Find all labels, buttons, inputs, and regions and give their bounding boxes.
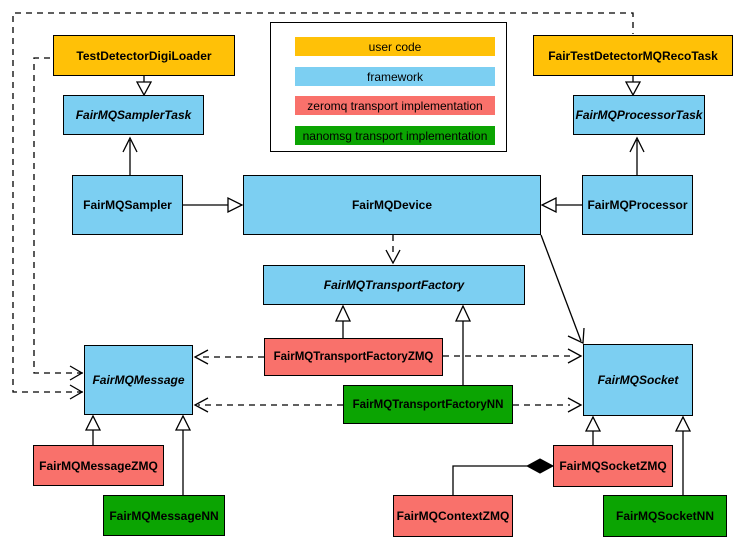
node-fairmqmessagezmq: FairMQMessageZMQ bbox=[33, 445, 164, 486]
edge-processor-device-generalization bbox=[540, 196, 582, 214]
node-fairmqprocessor: FairMQProcessor bbox=[582, 175, 693, 235]
node-label: FairMQMessage bbox=[92, 373, 185, 387]
legend-label: framework bbox=[366, 69, 423, 84]
edge-factoryzmq-message-dependency bbox=[193, 349, 264, 365]
node-label: FairMQDevice bbox=[351, 198, 433, 212]
node-label: FairMQProcessorTask bbox=[575, 108, 703, 122]
edge-sampler-device-generalization bbox=[183, 196, 244, 214]
node-fairmqsocketnn: FairMQSocketNN bbox=[603, 495, 727, 537]
node-fairmqtransportfactorynn: FairMQTransportFactoryNN bbox=[343, 385, 513, 424]
edge-factoryzmq-socket-dependency bbox=[443, 348, 583, 364]
node-label: FairMQProcessor bbox=[587, 198, 688, 212]
edge-recotask-processortask-generalization bbox=[624, 76, 642, 97]
node-label: FairMQSampler bbox=[83, 198, 172, 212]
edge-processor-processortask-association bbox=[629, 136, 645, 175]
legend-item-framework: framework bbox=[295, 67, 495, 86]
node-fairmqmessage: FairMQMessage bbox=[84, 345, 193, 415]
node-fairmqmessagenn: FairMQMessageNN bbox=[103, 495, 225, 536]
edge-sampler-samplertask-association bbox=[122, 136, 138, 175]
edge-contextzmq-socketzmq-composition bbox=[452, 458, 555, 495]
node-fairmqsamplertask: FairMQSamplerTask bbox=[63, 95, 204, 135]
edge-digiloader-samplertask-generalization bbox=[135, 76, 153, 97]
node-fairmqsocketzmq: FairMQSocketZMQ bbox=[553, 445, 673, 487]
edge-factorynn-transportfactory-generalization bbox=[454, 304, 472, 385]
legend-item-nanomsg: nanomsg transport implementation bbox=[295, 126, 495, 145]
node-fairmqsampler: FairMQSampler bbox=[72, 175, 183, 235]
node-label: FairMQTransportFactory bbox=[323, 278, 465, 292]
edge-factorynn-socket-dependency bbox=[513, 397, 583, 413]
edge-device-transportfactory-dependency bbox=[385, 235, 401, 265]
legend-label: nanomsg transport implementation bbox=[302, 128, 488, 143]
node-label: FairMQSocket bbox=[597, 373, 679, 387]
node-label: FairMQMessageZMQ bbox=[39, 458, 158, 473]
edge-socketzmq-socket-generalization bbox=[584, 415, 602, 445]
node-fairmqsocket: FairMQSocket bbox=[583, 344, 693, 416]
node-label: FairMQTransportFactoryZMQ bbox=[273, 351, 434, 363]
edge-recotask-message-dependency bbox=[12, 12, 634, 400]
node-label: TestDetectorDigiLoader bbox=[76, 48, 212, 63]
legend-item-user-code: user code bbox=[295, 37, 495, 56]
node-fairmqdevice: FairMQDevice bbox=[243, 175, 541, 235]
node-label: FairMQContextZMQ bbox=[396, 509, 510, 523]
edge-socketnn-socket-generalization bbox=[674, 415, 692, 495]
node-label: FairMQTransportFactoryNN bbox=[352, 398, 504, 411]
legend-label: user code bbox=[368, 39, 422, 54]
edge-messagenn-message-generalization bbox=[174, 414, 192, 495]
edge-factoryzmq-transportfactory-generalization bbox=[334, 304, 352, 338]
node-label: FairMQMessageNN bbox=[109, 508, 219, 523]
edge-device-socket-association bbox=[540, 234, 585, 344]
legend-item-zeromq: zeromq transport implementation bbox=[295, 96, 495, 115]
node-testdetectordigiloader: TestDetectorDigiLoader bbox=[53, 35, 235, 76]
edge-factorynn-message-dependency bbox=[193, 397, 343, 413]
node-label: FairTestDetectorMQRecoTask bbox=[548, 48, 718, 63]
edge-digiloader-message-dependency bbox=[33, 57, 84, 381]
node-fairtestdetectormqrecotask: FairTestDetectorMQRecoTask bbox=[533, 35, 733, 76]
node-label: FairMQSamplerTask bbox=[75, 108, 192, 122]
legend: user code framework zeromq transport imp… bbox=[270, 22, 507, 152]
legend-label: zeromq transport implementation bbox=[307, 98, 483, 113]
node-label: FairMQSocketZMQ bbox=[559, 459, 667, 473]
edge-messagezmq-message-generalization bbox=[84, 414, 102, 445]
node-fairmqtransportfactory: FairMQTransportFactory bbox=[263, 265, 525, 305]
node-fairmqtransportfactoryzmq: FairMQTransportFactoryZMQ bbox=[264, 338, 443, 376]
node-fairmqprocessortask: FairMQProcessorTask bbox=[573, 95, 705, 135]
node-label: FairMQSocketNN bbox=[615, 509, 715, 523]
node-fairmqcontextzmq: FairMQContextZMQ bbox=[393, 495, 513, 537]
